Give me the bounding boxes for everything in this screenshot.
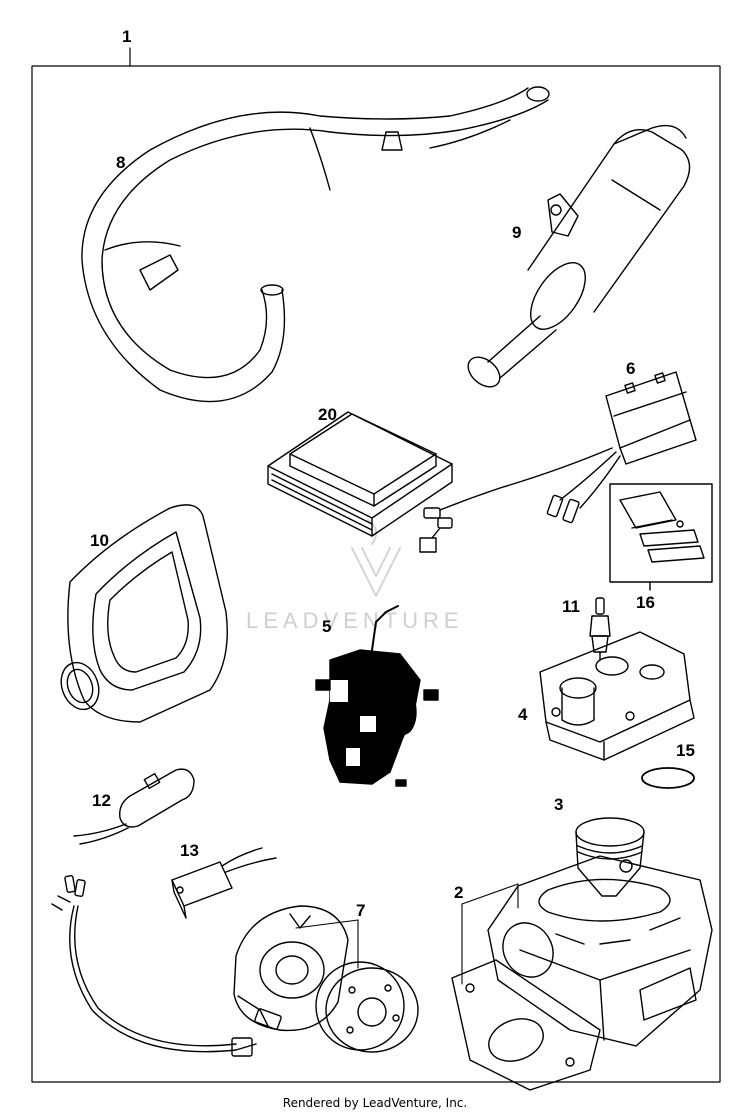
callout-6[interactable]: 6 — [626, 359, 635, 378]
callout-1[interactable]: 1 — [122, 27, 131, 46]
callout-12[interactable]: 12 — [92, 791, 111, 810]
voltage-regulator — [171, 847, 277, 919]
capacitor — [73, 768, 195, 845]
watermark-text: LEADVENTURE — [246, 608, 464, 633]
callout-10[interactable]: 10 — [90, 531, 109, 550]
cylinder — [487, 855, 713, 1047]
head-o-ring — [641, 767, 695, 789]
assembly-frame — [31, 65, 721, 1083]
callout-16[interactable]: 16 — [636, 593, 655, 612]
cdi-unit — [419, 371, 697, 553]
air-filter — [60, 504, 228, 723]
callout-15[interactable]: 15 — [676, 741, 695, 760]
flywheel — [315, 961, 419, 1053]
callout-5[interactable]: 5 — [322, 617, 331, 636]
callout-8[interactable]: 8 — [116, 153, 125, 172]
callout-11[interactable]: 11 — [562, 597, 580, 616]
callout-4[interactable]: 4 — [518, 705, 528, 724]
owners-manual — [267, 411, 453, 537]
spark-plug — [589, 597, 611, 661]
ignition-stator — [233, 905, 349, 1032]
cylinder-base-gasket — [451, 959, 601, 1091]
stator-wiring-harness — [51, 875, 257, 1057]
callout-20[interactable]: 20 — [318, 405, 337, 424]
callout-7[interactable]: 7 — [356, 901, 365, 920]
callout-7-leaders — [295, 919, 359, 969]
callout-9[interactable]: 9 — [512, 223, 521, 242]
cylinder-head — [539, 631, 695, 761]
exhaust-pipe — [81, 86, 550, 403]
carburetor — [315, 605, 439, 787]
callout-13[interactable]: 13 — [180, 841, 199, 860]
callout-2-leaders — [461, 883, 519, 985]
leadventure-logo-watermark — [351, 519, 401, 597]
callout-3[interactable]: 3 — [554, 795, 563, 814]
callout-2[interactable]: 2 — [454, 883, 463, 902]
render-credit: Rendered by LeadVenture, Inc. — [282, 1096, 468, 1110]
piston — [575, 817, 645, 897]
silencer — [467, 124, 691, 388]
reed-valve-petals — [609, 483, 713, 591]
